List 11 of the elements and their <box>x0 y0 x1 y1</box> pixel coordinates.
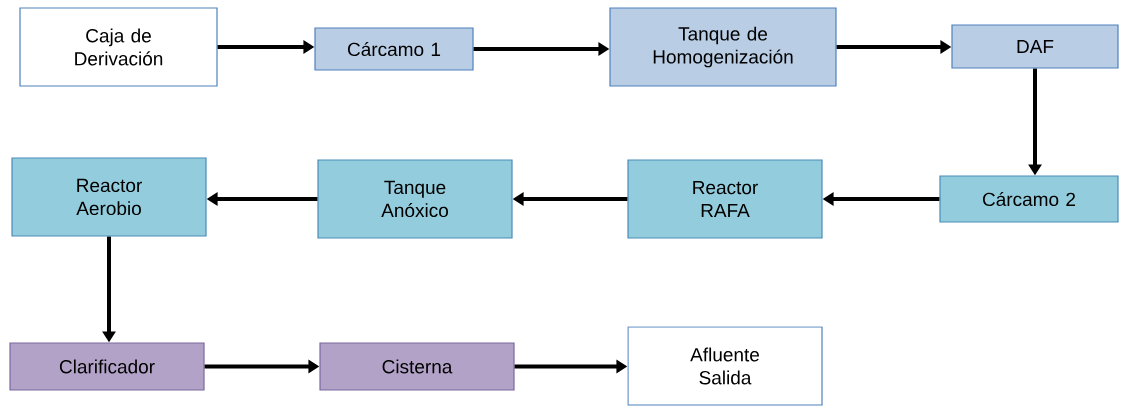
process-box: Tanque Anóxico <box>317 159 513 239</box>
process-box: Reactor Aerobio <box>11 157 207 237</box>
terminal-box: Caja de Derivación <box>19 7 218 87</box>
process-box: DAF <box>951 24 1119 69</box>
process-box: Tanque de Homogenización <box>609 7 837 87</box>
process-box: Cárcamo 2 <box>939 175 1119 223</box>
process-box: Cárcamo 1 <box>314 27 474 71</box>
process-box: Clarificador <box>9 342 205 391</box>
terminal-box: Afluente Salida <box>627 326 823 406</box>
process-box: Cisterna <box>319 342 515 391</box>
process-box: Reactor RAFA <box>627 159 823 239</box>
